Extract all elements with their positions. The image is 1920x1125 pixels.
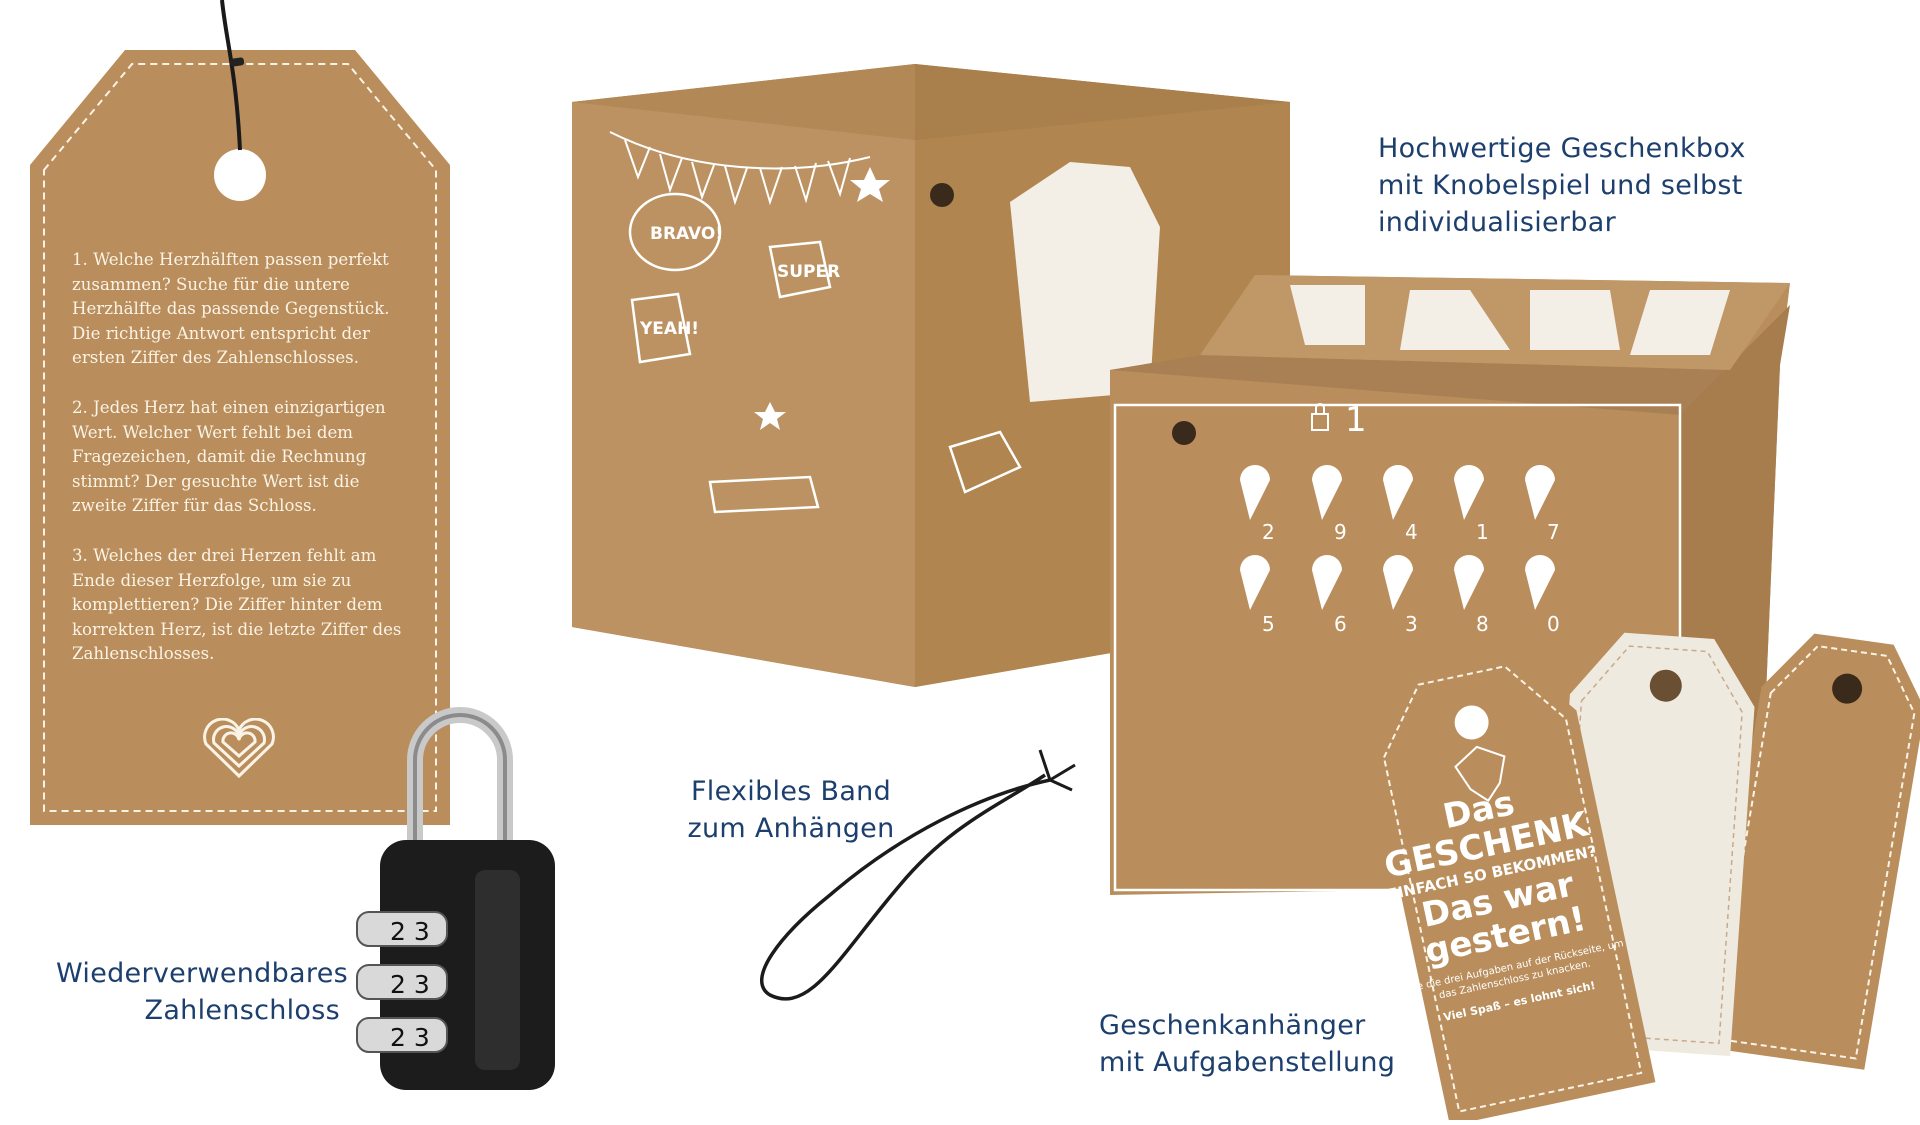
dial-2[interactable]: 2 3 [390, 970, 430, 999]
heart-icon [203, 718, 275, 779]
caption-zahlenschloss: Wiederverwendbares Zahlenschloss [56, 955, 348, 1029]
caption-band-line-1: Flexibles Band [690, 776, 892, 807]
heart-digit: 5 [1262, 612, 1275, 636]
heart-digit: 3 [1405, 612, 1418, 636]
heart-halves-row-1 [1240, 465, 1555, 520]
caption-geschenkbox-line-1: Hochwertige Geschenkbox [1378, 133, 1746, 164]
heart-digit: 4 [1405, 520, 1418, 544]
dial-2-digit-a: 2 [390, 970, 406, 999]
heart-digit: 8 [1476, 612, 1489, 636]
caption-anhaenger-line-2: mit Aufgabenstellung [1099, 1047, 1396, 1078]
caption-zahlenschloss-line-1: Wiederverwendbares [56, 958, 348, 989]
instruction-tag-text: 1. Welche Herzhälften passen perfekt zus… [72, 248, 417, 692]
instruction-paragraph-3: 3. Welches der drei Herzen fehlt am Ende… [72, 545, 402, 664]
heart-digit: 6 [1334, 612, 1347, 636]
dial-1-digit-b: 3 [413, 917, 430, 946]
instruction-paragraph-1: 1. Welche Herzhälften passen perfekt zus… [72, 250, 390, 368]
dial-3[interactable]: 2 3 [390, 1023, 430, 1052]
caption-geschenkbox-line-2: mit Knobelspiel und selbst [1378, 170, 1743, 201]
heart-digit: 1 [1476, 520, 1489, 544]
heart-digit: 7 [1547, 520, 1560, 544]
doodle-bravo: BRAVO! [650, 224, 723, 244]
lock-number: 1 [1345, 400, 1367, 440]
lid-letters-papa [1290, 285, 1730, 355]
elastic-band [759, 749, 1076, 1001]
caption-geschenkbox-line-3: individualisierbar [1378, 207, 1616, 238]
caption-geschenkbox: Hochwertige Geschenkbox mit Knobelspiel … [1378, 130, 1746, 241]
dial-3-digit-b: 3 [413, 1023, 430, 1052]
caption-zahlenschloss-line-2: Zahlenschloss [144, 995, 340, 1026]
instruction-paragraph-2: 2. Jedes Herz hat einen einzigartigen We… [72, 397, 386, 516]
heart-digit: 9 [1334, 520, 1347, 544]
caption-anhaenger-line-1: Geschenkanhänger [1099, 1010, 1366, 1041]
dial-2-digit-b: 3 [413, 970, 430, 999]
dial-1[interactable]: 2 3 [390, 917, 430, 946]
doodle-super: SUPER [777, 262, 840, 282]
dial-3-digit-a: 2 [390, 1023, 406, 1052]
doodle-yeah: YEAH! [639, 319, 699, 339]
dial-1-digit-a: 2 [390, 917, 406, 946]
caption-anhaenger: Geschenkanhänger mit Aufgabenstellung [1099, 1007, 1395, 1081]
caption-band-line-2: zum Anhängen [687, 813, 895, 844]
padlock [356, 707, 555, 1090]
heart-digit: 0 [1547, 612, 1560, 636]
heart-halves-row-2 [1240, 555, 1555, 610]
instruction-tag [30, 0, 450, 825]
printed-gift-tag [1370, 653, 1656, 1120]
caption-band: Flexibles Band zum Anhängen [686, 773, 896, 847]
heart-digit: 2 [1262, 520, 1275, 544]
